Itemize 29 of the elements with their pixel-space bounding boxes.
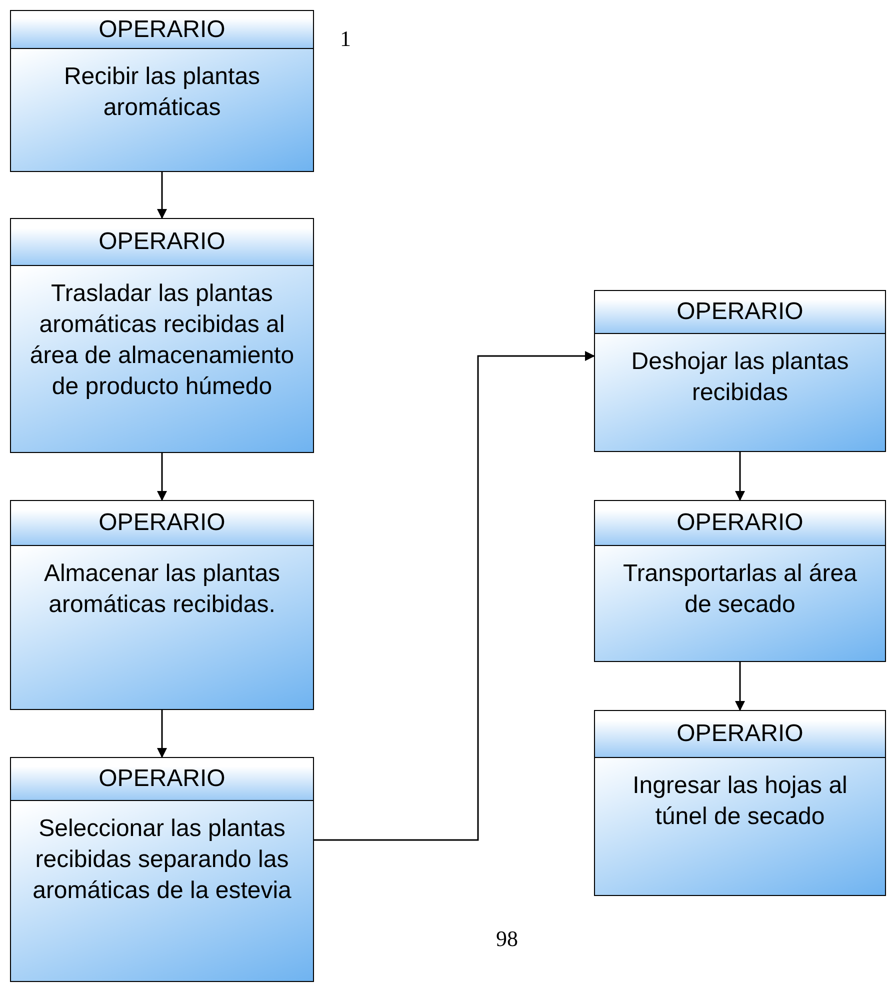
- role-header: OPERARIO: [595, 501, 885, 546]
- arrow: [157, 453, 167, 501]
- role-header: OPERARIO: [11, 11, 313, 49]
- step-text: Almacenar las plantas aromáticas recibidas.: [42, 559, 282, 620]
- process-box: [594, 290, 886, 452]
- role-header: OPERARIO: [595, 291, 885, 334]
- role-header: OPERARIO: [595, 711, 885, 758]
- process-box: [594, 710, 886, 896]
- role-header: OPERARIO: [11, 501, 313, 546]
- process-box: [10, 757, 314, 982]
- process-box: [10, 218, 314, 453]
- arrow: [157, 172, 167, 219]
- process-box: [10, 500, 314, 710]
- process-box: [594, 500, 886, 662]
- step-text: Seleccionar las plantas recibidas separando las aromáticas de la estevia: [32, 814, 292, 906]
- arrow: [314, 351, 595, 841]
- callout-number: 1: [340, 25, 351, 53]
- page-number: 98: [496, 925, 518, 953]
- role-header: OPERARIO: [11, 219, 313, 266]
- role-header: OPERARIO: [11, 758, 313, 801]
- process-box: [10, 10, 314, 172]
- step-text: Ingresar las hojas al túnel de secado: [632, 771, 848, 832]
- arrow: [735, 662, 745, 711]
- arrow: [735, 452, 745, 501]
- step-text: Deshojar las plantas recibidas: [630, 347, 850, 408]
- step-text: Trasladar las plantas aromáticas recibidas al área de almacenamiento de producto húmedo: [28, 279, 296, 402]
- step-text: Recibir las plantas aromáticas: [62, 62, 262, 123]
- step-text: Transportarlas al área de secado: [622, 559, 858, 620]
- arrow: [157, 710, 167, 758]
